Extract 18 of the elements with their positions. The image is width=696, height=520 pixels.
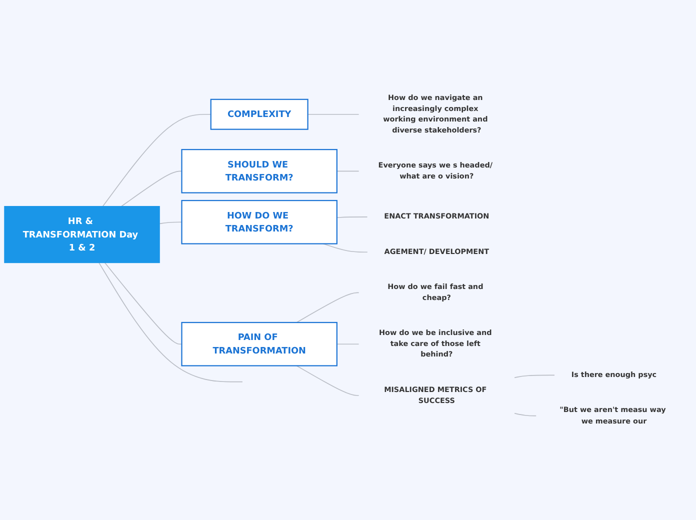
connector xyxy=(514,413,537,417)
node-box: HR & TRANSFORMATION Day 1 & 2 xyxy=(4,206,160,264)
node-box: SHOULD WE TRANSFORM? xyxy=(181,149,338,194)
connector xyxy=(336,171,360,172)
connector xyxy=(336,216,368,218)
connector xyxy=(104,262,182,345)
connector xyxy=(102,114,212,207)
connector xyxy=(159,222,182,224)
connector xyxy=(98,262,244,383)
connector xyxy=(307,114,360,116)
connector xyxy=(296,292,360,324)
connector xyxy=(296,366,360,396)
connector xyxy=(121,171,182,207)
node-box: PAIN OF TRANSFORMATION xyxy=(181,322,338,367)
node-box: COMPLEXITY xyxy=(210,99,308,130)
connector xyxy=(336,344,360,345)
node-box: HOW DO WE TRANSFORM? xyxy=(181,200,338,245)
connector xyxy=(514,375,556,378)
